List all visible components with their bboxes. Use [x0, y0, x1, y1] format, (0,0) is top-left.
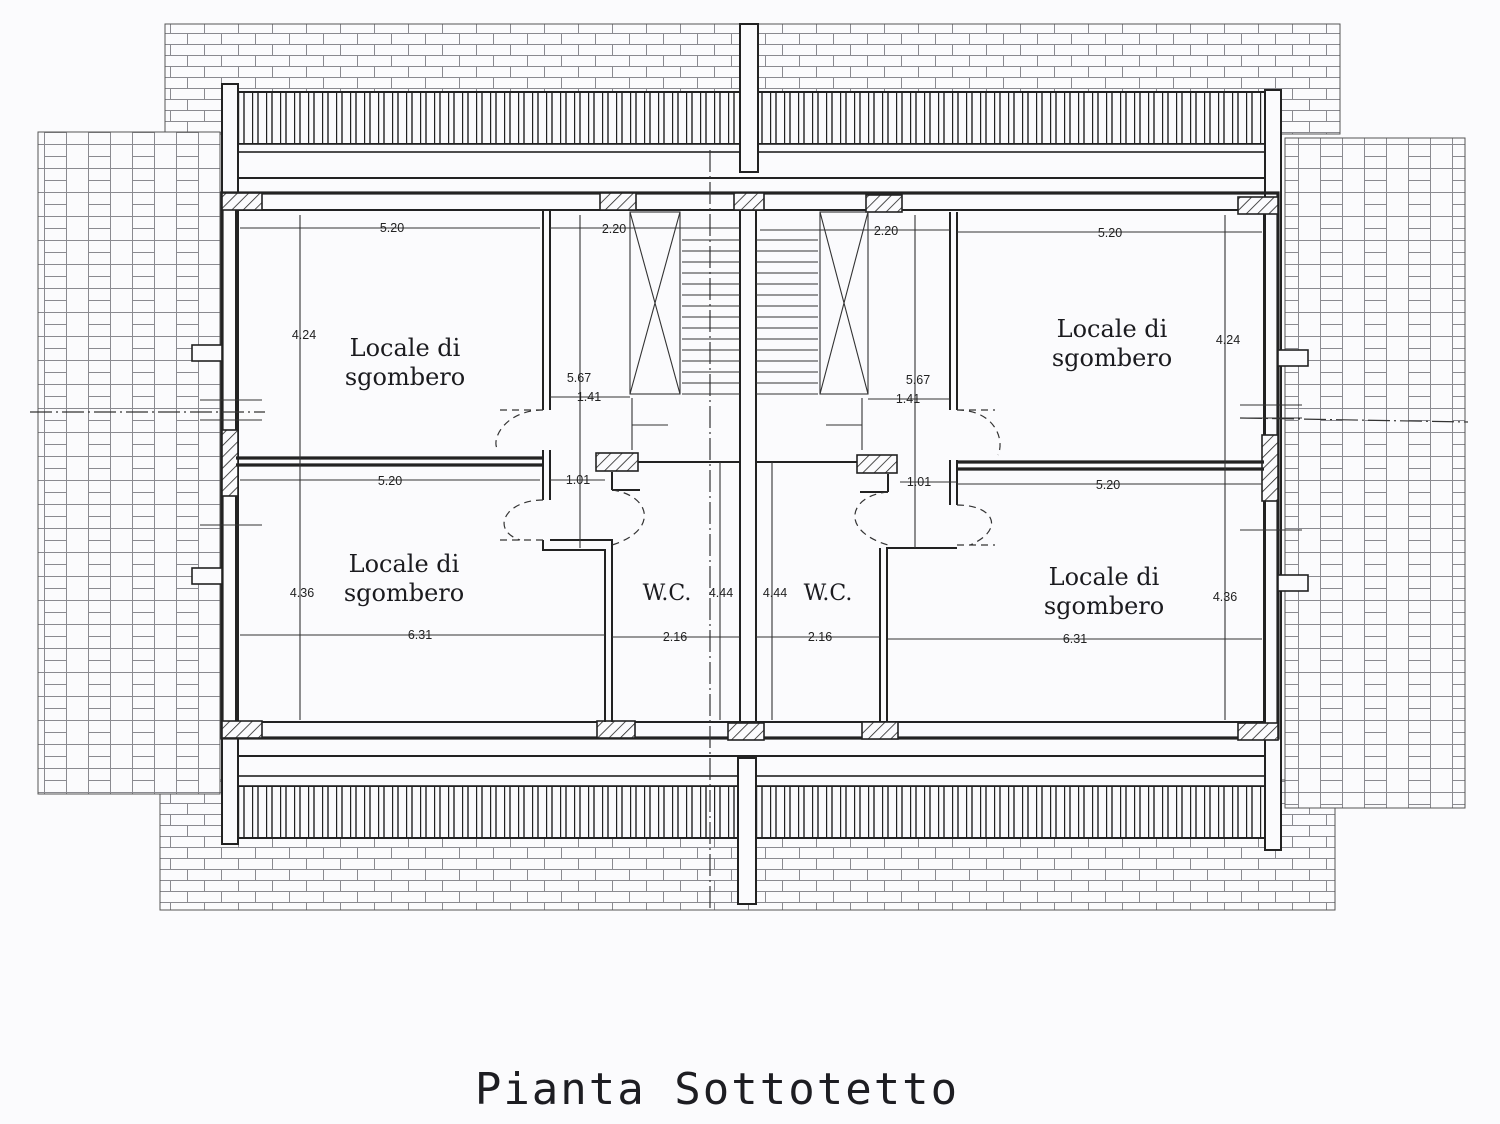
dim-label: 6.31 [1063, 632, 1087, 646]
dim-label: 4.24 [292, 328, 316, 342]
room-label-wc-right: W.C. [804, 581, 853, 606]
dim-label: 4.24 [1216, 333, 1240, 347]
room-label-bottom-left-line2: sgombero [344, 579, 464, 607]
interior-walls [236, 210, 1264, 722]
room-label-top-left-line2: sgombero [345, 363, 465, 391]
dim-label: 4.36 [1213, 590, 1237, 604]
dimension-labels: 5.20 2.20 2.20 5.20 4.24 4.24 5.67 5.67 … [290, 221, 1240, 646]
room-label-top-right-line2: sgombero [1052, 344, 1172, 372]
dim-label: 5.20 [380, 221, 404, 235]
dim-label: 1.41 [896, 392, 920, 406]
room-label-top-left-line1: Locale di [350, 334, 461, 362]
room-label-bottom-right-line2: sgombero [1044, 592, 1164, 620]
windows [191, 344, 1309, 592]
dim-label: 2.16 [808, 630, 832, 644]
dim-label: 1.01 [566, 473, 590, 487]
dim-label: 2.20 [602, 222, 626, 236]
room-label-top-right-line1: Locale di [1057, 315, 1168, 343]
room-labels: Locale di sgombero Locale di sgombero Lo… [344, 315, 1172, 620]
dim-label: 5.20 [1098, 226, 1122, 240]
dim-label: 6.31 [408, 628, 432, 642]
dim-label: 5.20 [378, 474, 402, 488]
dimension-lines [240, 215, 1262, 720]
dim-label: 5.20 [1096, 478, 1120, 492]
dim-label: 4.44 [763, 586, 787, 600]
door-swings [495, 409, 1001, 546]
dim-label: 1.01 [907, 475, 931, 489]
staircases [629, 211, 869, 450]
dim-label: 4.44 [709, 586, 733, 600]
dim-label: 5.67 [567, 371, 591, 385]
room-label-wc-left: W.C. [643, 581, 692, 606]
plan-title: Pianta Sottotetto [475, 1064, 959, 1115]
axis-lines [30, 150, 1469, 912]
dim-label: 2.20 [874, 224, 898, 238]
dim-label: 2.16 [663, 630, 687, 644]
roof-eaves [221, 23, 1282, 905]
dim-label: 1.41 [577, 390, 601, 404]
room-label-bottom-left-line1: Locale di [349, 550, 460, 578]
dim-label: 5.67 [906, 373, 930, 387]
room-label-bottom-right-line1: Locale di [1049, 563, 1160, 591]
dim-label: 4.36 [290, 586, 314, 600]
